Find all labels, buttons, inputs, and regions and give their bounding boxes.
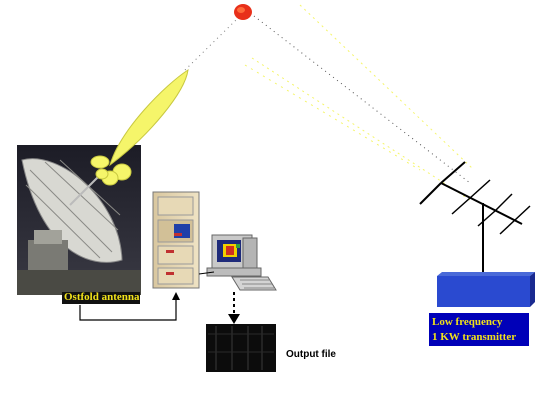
output-file-icon xyxy=(206,324,276,372)
beam-edge-mid xyxy=(244,64,421,171)
transmitter-label-line2: 1 KW transmitter xyxy=(432,331,517,343)
transmitter-label-line1: Low frequency xyxy=(432,316,503,328)
output-file-label: Output file xyxy=(286,349,336,360)
beam-edge-upper xyxy=(299,4,473,169)
arrowhead-to-rack xyxy=(172,292,180,300)
server-rack-icon xyxy=(152,191,200,289)
antenna-label-bg xyxy=(62,292,140,304)
antenna-beam-pattern xyxy=(90,68,189,186)
beam-path-to-target xyxy=(253,15,471,184)
yagi-antenna-icon xyxy=(419,161,531,276)
link-rack-computer xyxy=(198,271,215,275)
transmitter-label-box xyxy=(429,313,529,346)
transmitter-box xyxy=(437,272,535,307)
radar-dish-icon xyxy=(17,145,141,295)
arrowhead-to-output xyxy=(228,314,240,324)
computer-icon xyxy=(206,234,277,291)
beam-edge-lower xyxy=(251,57,471,201)
antenna-label: Ostfold antenna xyxy=(64,291,140,303)
link-antenna-rack xyxy=(79,298,177,321)
echo-path-to-dish xyxy=(184,19,237,71)
target-highlight xyxy=(237,7,245,13)
